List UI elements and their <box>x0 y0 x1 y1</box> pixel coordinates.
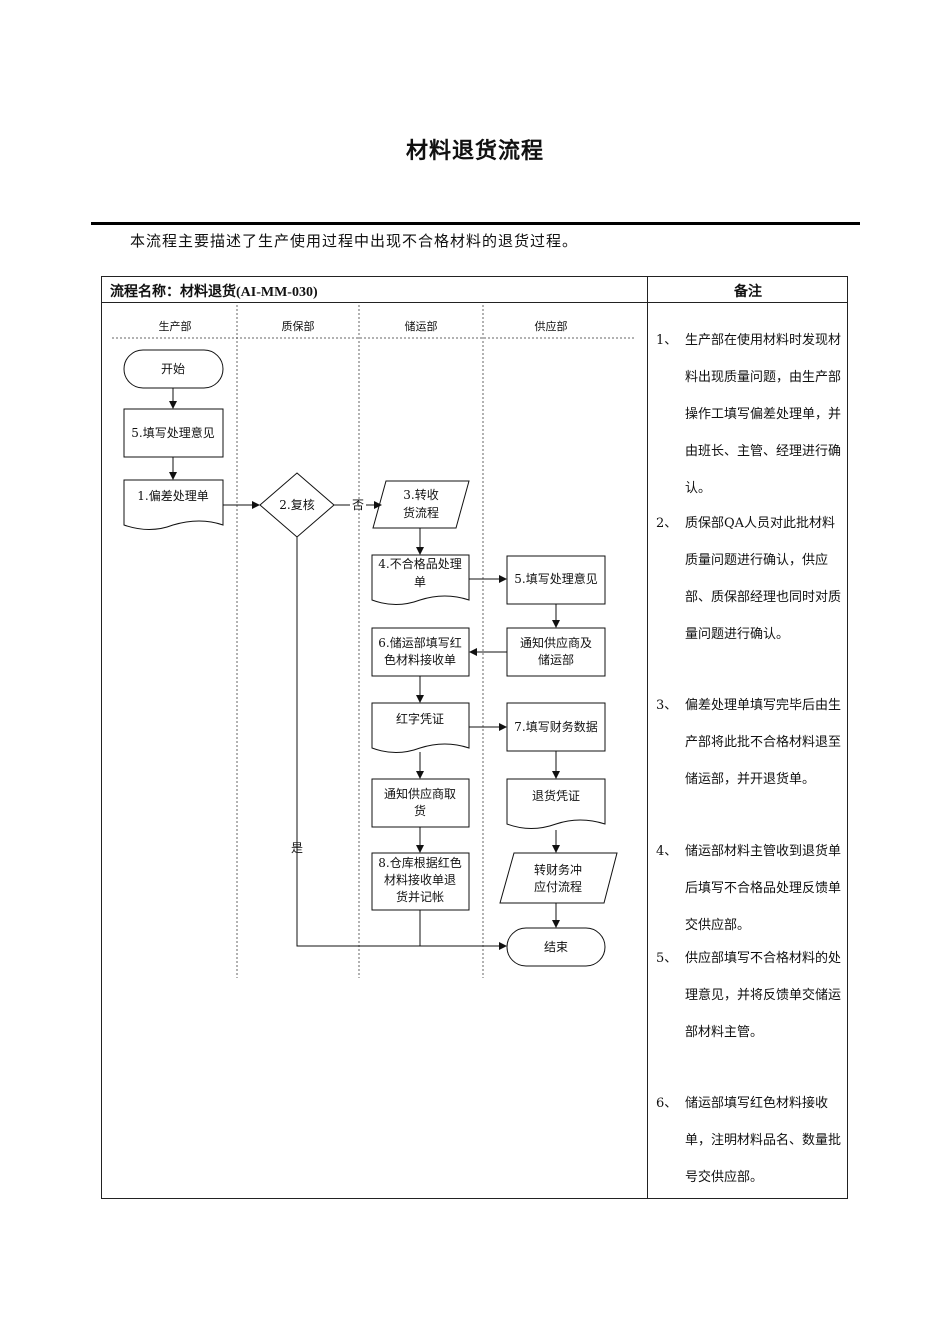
note-number: 4、 <box>656 844 678 859</box>
branch-label-yes: 是 <box>291 841 303 855</box>
node-label: 应付流程 <box>534 879 582 894</box>
note-item: 3、 偏差处理单填写完毕后由生产部将此批不合格材料退至储运部，并开退货单。 <box>656 687 842 798</box>
note-number: 1、 <box>656 333 678 348</box>
note-text: 供应部填写不合格材料的处理意见，并将反馈单交储运部材料主管。 <box>685 951 842 1040</box>
end-terminator <box>506 927 606 967</box>
node-label: 红字凭证 <box>396 711 444 726</box>
node-label: 材料接收单退 <box>384 872 456 887</box>
note-item: 2、 质保部QA人员对此批材料质量问题进行确认，供应部、质保部经理也同时对质量问… <box>656 505 842 653</box>
note-text: 储运部材料主管收到退货单后填写不合格品处理反馈单交供应部。 <box>685 844 842 933</box>
node-label: 货 <box>414 803 426 818</box>
node-label: 5.填写处理意见 <box>131 425 214 440</box>
note-number: 3、 <box>656 698 678 713</box>
note-item: 6、 储运部填写红色材料接收单，注明材料品名、数量批号交供应部。 <box>656 1085 842 1196</box>
node-label: 通知供应商及 <box>520 635 592 650</box>
note-number: 2、 <box>656 516 678 531</box>
document-shape <box>371 702 470 753</box>
node-label: 5.填写处理意见 <box>514 571 597 586</box>
process-table <box>101 276 848 1199</box>
title-divider <box>91 222 860 225</box>
note-text: 生产部在使用材料时发现材料出现质量问题，由生产部操作工填写偏差处理单，并由班长、… <box>685 333 842 496</box>
node-label: 4.不合格品处理 <box>378 556 461 571</box>
table-header-divider <box>101 302 848 303</box>
node-label: 转财务冲 <box>534 862 582 877</box>
io-parallelogram <box>372 480 470 529</box>
note-text: 储运部填写红色材料接收单，注明材料品名、数量批号交供应部。 <box>685 1096 842 1185</box>
lane-label: 生产部 <box>159 319 192 333</box>
node-label: 货流程 <box>403 505 439 520</box>
notes-header: 备注 <box>734 284 762 300</box>
node-label: 结束 <box>544 940 568 954</box>
note-text: 质保部QA人员对此批材料质量问题进行确认，供应部、质保部经理也同时对质量问题进行… <box>685 516 842 642</box>
node-label: 货并记帐 <box>396 889 444 904</box>
node-label: 6.储运部填写红 <box>378 635 461 650</box>
node-label: 储运部 <box>538 652 574 667</box>
node-label: 3.转收 <box>403 487 438 502</box>
node-label: 2.复核 <box>279 498 314 512</box>
page-title: 材料退货流程 <box>405 138 544 164</box>
node-label: 1.偏差处理单 <box>137 488 208 503</box>
lane-label: 储运部 <box>405 319 438 333</box>
node-label: 单 <box>414 575 426 589</box>
flowchart: 生产部 质保部 储运部 供应部 开始 5.填写处理意见 1.偏差处理单 2.复核… <box>112 305 636 978</box>
node-label: 开始 <box>161 362 185 376</box>
note-number: 6、 <box>656 1096 678 1111</box>
note-number: 5、 <box>656 951 678 966</box>
document-shape <box>123 479 224 530</box>
node-label: 退货凭证 <box>532 788 580 803</box>
lane-label: 质保部 <box>282 319 315 333</box>
io-parallelogram <box>499 852 618 904</box>
branch-label-no: 否 <box>352 498 364 512</box>
node-label: 通知供应商取 <box>384 786 456 801</box>
note-item: 1、 生产部在使用材料时发现材料出现质量问题，由生产部操作工填写偏差处理单，并由… <box>656 322 842 507</box>
document-shape <box>371 554 470 605</box>
node-label: 7.填写财务数据 <box>514 719 597 734</box>
node-label: 8.仓库根据红色 <box>378 855 461 870</box>
intro-text: 本流程主要描述了生产使用过程中出现不合格材料的退货过程。 <box>130 232 579 250</box>
note-text: 偏差处理单填写完毕后由生产部将此批不合格材料退至储运部，并开退货单。 <box>685 698 842 787</box>
lane-label: 供应部 <box>535 319 568 333</box>
document-shape <box>506 778 606 829</box>
note-item: 5、 供应部填写不合格材料的处理意见，并将反馈单交储运部材料主管。 <box>656 940 842 1051</box>
node-label: 色材料接收单 <box>384 652 456 667</box>
connector-yes <box>296 537 507 950</box>
note-item: 4、 储运部材料主管收到退货单后填写不合格品处理反馈单交供应部。 <box>656 833 842 944</box>
process-name: 流程名称：材料退货(AI-MM-030) <box>110 285 318 300</box>
table-column-divider <box>647 276 648 1199</box>
